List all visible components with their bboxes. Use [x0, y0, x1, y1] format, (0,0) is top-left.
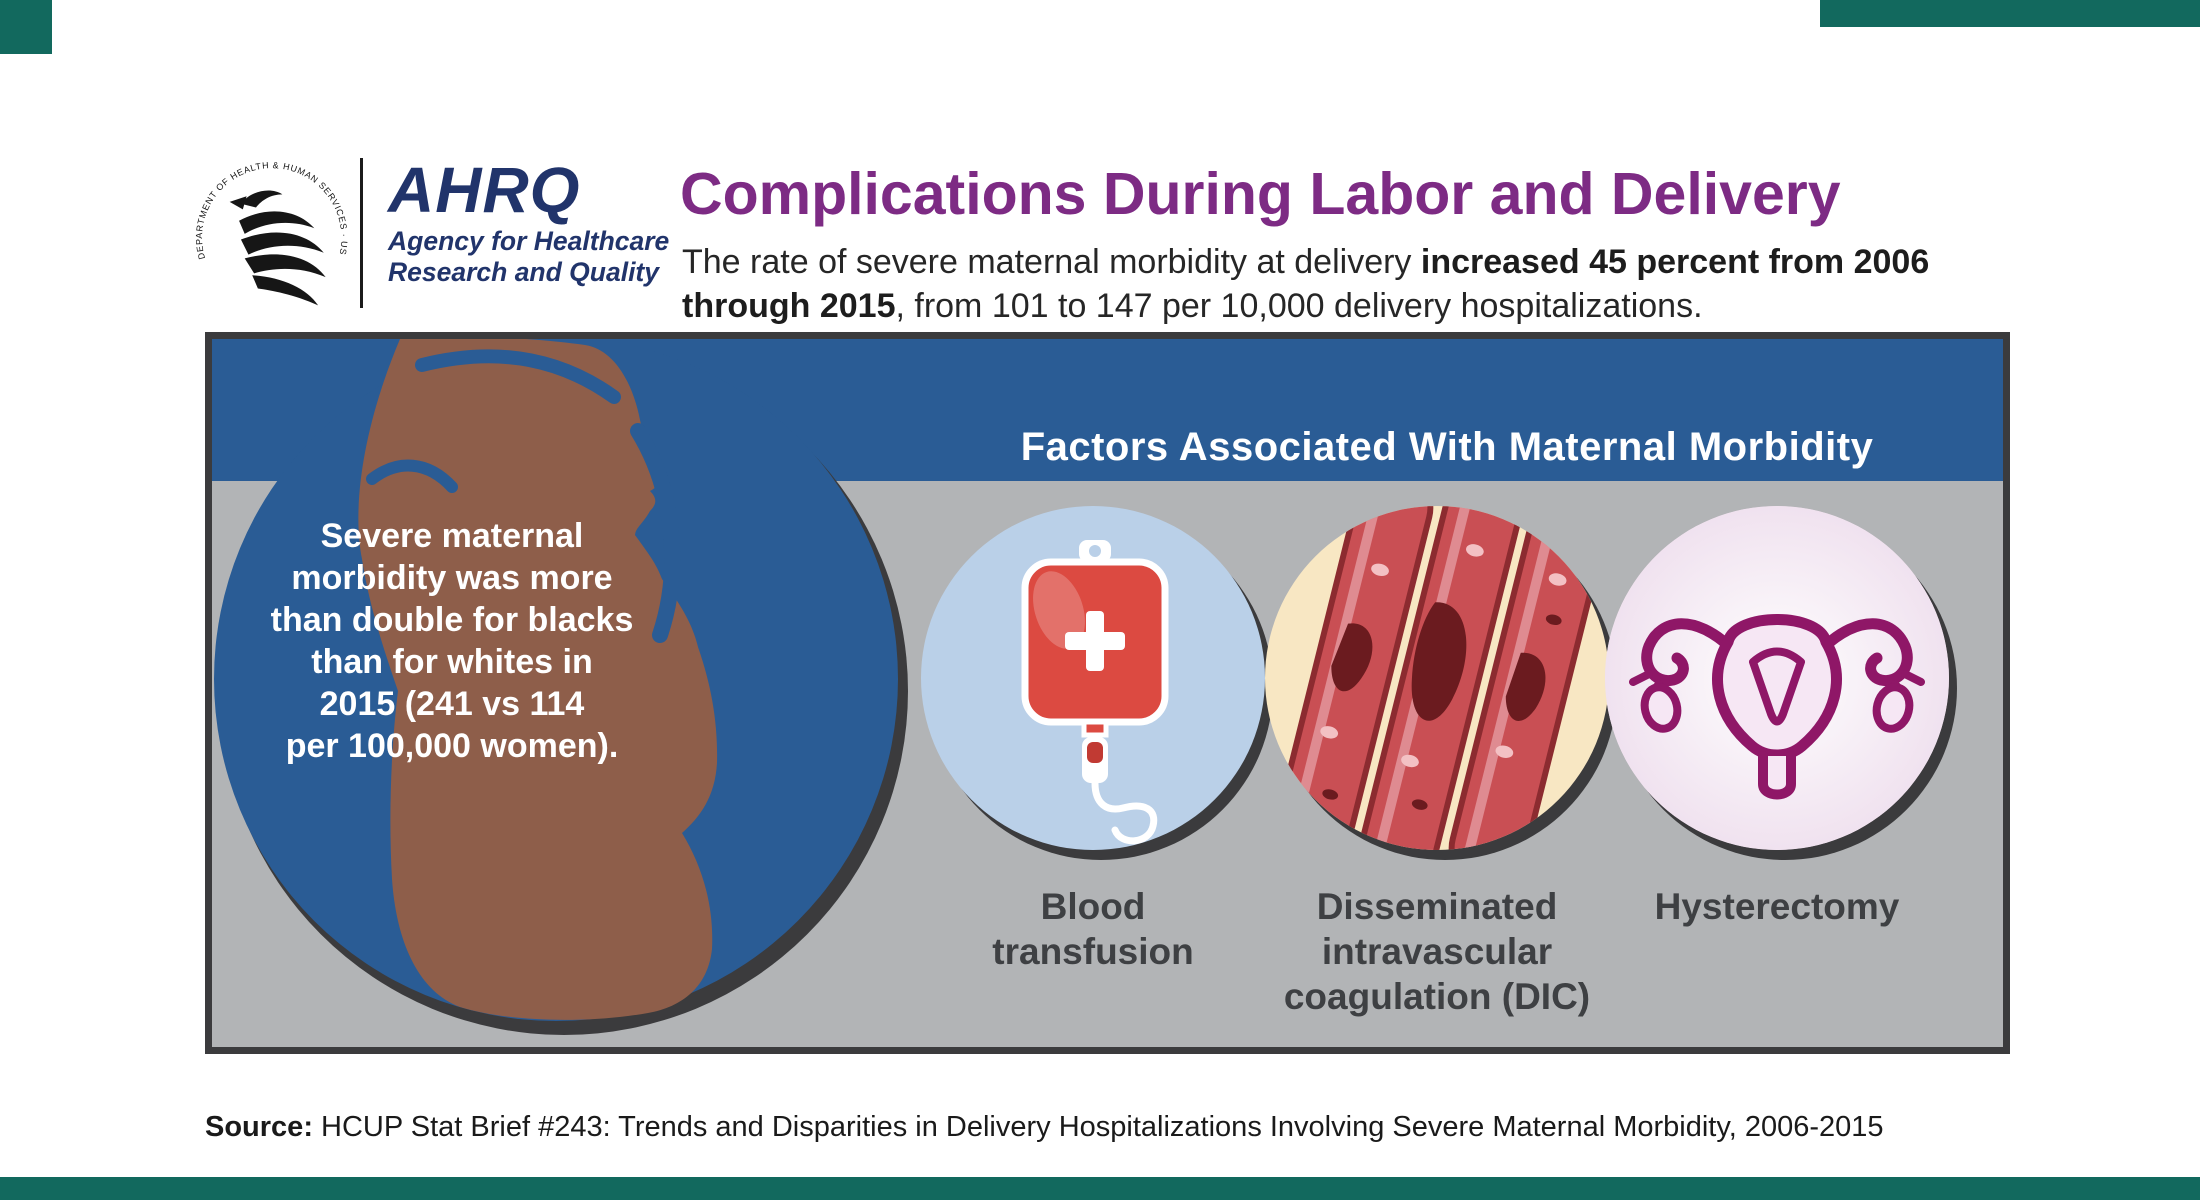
teal-corner-top-left — [0, 0, 52, 54]
stat-circle-text: Severe maternal morbidity was more than … — [270, 517, 634, 765]
uterus-icon — [1605, 506, 1949, 850]
subtitle-seg1: The rate of severe maternal morbidity at… — [682, 243, 1421, 281]
ahrq-logo: AHRQ Agency for Healthcare Research and … — [388, 158, 669, 288]
blue-hair-strands — [366, 349, 681, 643]
factor-circle-dic — [1265, 506, 1609, 850]
blood-vessels-dic-icon — [1268, 506, 1609, 850]
ahrq-name: Agency for Healthcare Research and Quali… — [388, 226, 669, 288]
factor-label-blood-transfusion: Blood transfusion — [992, 886, 1194, 972]
ahrq-acronym: AHRQ — [388, 154, 581, 226]
factor-label-dic: Disseminated intravascular coagulation (… — [1283, 886, 1591, 1017]
factors-heading: Factors Associated With Maternal Morbidi… — [1020, 425, 1874, 469]
factor-circle-hysterectomy — [1605, 506, 1949, 850]
infographic-panel: Severe maternal morbidity was more than … — [205, 332, 2010, 1054]
pregnant-woman-silhouette-icon — [358, 339, 718, 1020]
ahrq-name-line1: Agency for Healthcare — [388, 226, 670, 256]
factor-label-hysterectomy: Hysterectomy — [1654, 886, 1900, 927]
teal-bar-bottom — [0, 1177, 2200, 1200]
teal-bar-top-right — [1820, 0, 2200, 27]
page-title: Complications During Labor and Delivery — [680, 160, 1841, 227]
hhs-logo: DEPARTMENT OF HEALTH & HUMAN SERVICES · … — [189, 139, 352, 323]
subtitle-seg2-bold: increased 45 percent from 2006 through 2… — [682, 243, 1930, 325]
subtitle-seg3: , from 101 to 147 per 10,000 delivery ho… — [895, 287, 1703, 325]
hhs-eagle-icon: DEPARTMENT OF HEALTH & HUMAN SERVICES · … — [189, 139, 349, 306]
ahrq-name-line2: Research and Quality — [388, 257, 659, 287]
source-text: HCUP Stat Brief #243: Trends and Dispari… — [312, 1111, 1884, 1143]
blood-transfusion-iv-bag-icon — [1021, 540, 1169, 845]
pregnant-woman-silhouette-graphic — [214, 339, 908, 1035]
source-line: Source: HCUP Stat Brief #243: Trends and… — [205, 1111, 2065, 1144]
hhs-eagle-stripes — [229, 190, 326, 306]
logo-divider — [360, 158, 363, 308]
factor-circle-blood-transfusion — [921, 506, 1265, 850]
source-label: Source: — [205, 1111, 313, 1143]
page-subtitle: The rate of severe maternal morbidity at… — [682, 240, 2047, 328]
